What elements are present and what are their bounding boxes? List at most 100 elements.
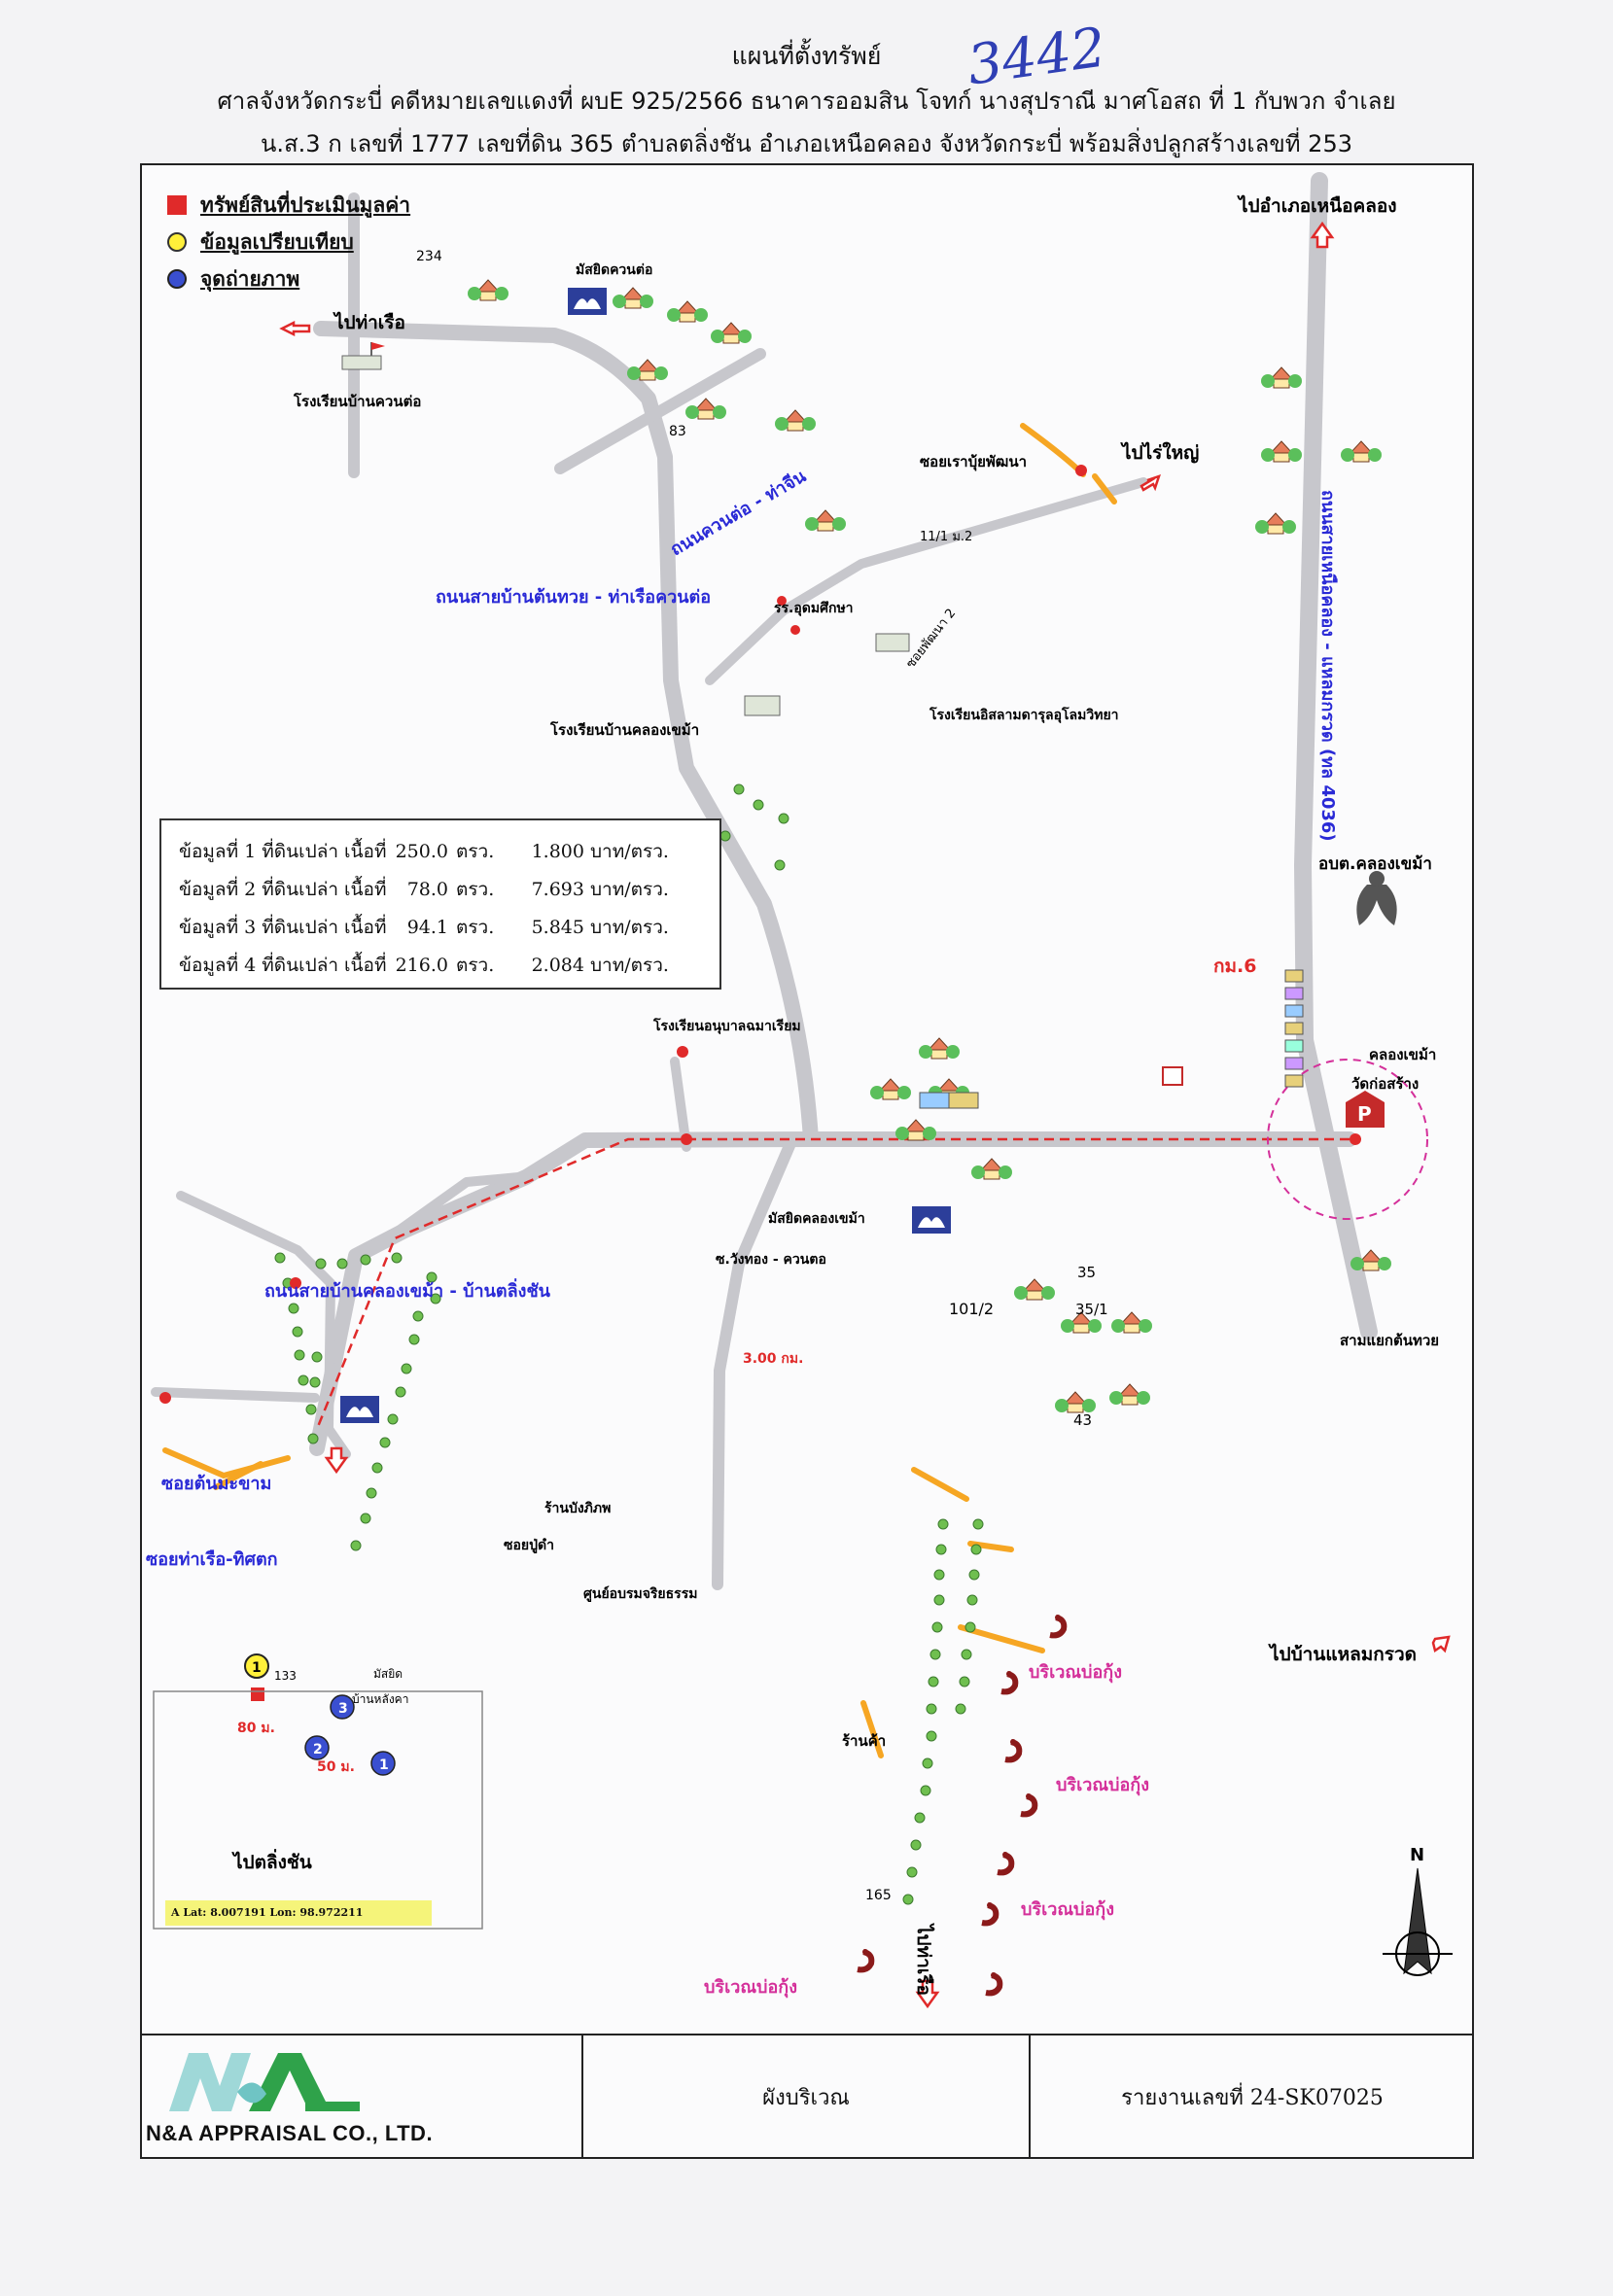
photo-2-label: 2 [313,1742,323,1757]
detail-box [153,1690,483,1930]
parking-label: P [1357,1102,1372,1126]
area-unit: ตรว. [456,840,495,862]
comparable-1-label: 1 [252,1660,262,1676]
comparable-price: 7.693 [531,878,584,900]
comparable-row: ข้อมูลที่ 2 ที่ดินเปล่า เนื้อที่ 78.0 ตร… [179,870,719,908]
comparable-label: ข้อมูลที่ 3 [179,916,257,938]
route-dashed [315,1137,1350,1430]
label-rr-udom: รร.อุดมศึกษา [774,600,854,616]
report-cell: รายงานเลขที่ 24-SK07025 [1031,2035,1474,2159]
arrow-down-taling [324,1446,349,1475]
property-line: น.ส.3 ก เลขที่ 1777 เลขที่ดิน 365 ตำบลตล… [260,130,1352,157]
garuda-icon [1356,871,1397,925]
report-number: รายงานเลขที่ 24-SK07025 [1121,2086,1384,2110]
site-plan-label: ผังบริเวณ [762,2086,850,2110]
label-shrimp1: บริเวณบ่อกุ้ง [1029,1662,1122,1684]
road-south [712,1135,797,1590]
mosque-small-icon [340,1396,379,1423]
photo-point-3: 3 [330,1694,355,1720]
comparable-circle-icon [167,232,187,252]
label-kindergarten: โรงเรียนอนุบาลฉมาเรียม [652,1017,801,1034]
price-unit: บาท/ตรว. [590,878,669,900]
title-block: N&A APPRAISAL CO., LTD. ผังบริเวณ รายงาน… [140,2034,1474,2159]
label-soi-rao: ซอยเราบุ้ยพัฒนา [920,453,1027,471]
case-line: ศาลจังหวัดกระบี่ คดีหมายเลขแดงที่ ผบE 92… [217,87,1396,115]
label-to-taling: ไปตลิ่งชัน [231,1849,312,1873]
comparables-table: ข้อมูลที่ 1 ที่ดินเปล่า เนื้อที่ 250.0 ต… [159,818,721,990]
legend-photo: จุดถ่ายภาพ [167,261,410,297]
shops-cluster [919,969,1304,1109]
price-unit: บาท/ตรว. [590,916,669,938]
arrow-ne-rai-yai [1140,474,1161,492]
highway-4036 [1294,172,1378,1340]
comparable-type: ที่ดินเปล่า [262,916,338,938]
legend-subject-label: ทรัพย์สินที่ประเมินมูลค่า [200,192,411,217]
photo-3-label: 3 [338,1701,348,1717]
photo-1-label: 1 [379,1757,389,1773]
area-unit: ตรว. [456,954,495,976]
coordinates-label: A Lat: 8.007191 Lon: 98.972211 [165,1900,432,1926]
area-unit: ตรว. [456,916,495,938]
label-soi-ton-makham: ซอยต้นมะขาม [161,1474,271,1494]
mosque-khuan-to-icon [568,288,607,315]
company-name: N&A APPRAISAL CO., LTD. [146,2121,434,2145]
label-distance: 3.00 กม. [743,1351,803,1367]
comparable-row: ข้อมูลที่ 3 ที่ดินเปล่า เนื้อที่ 94.1 ตร… [179,908,719,946]
label-road-khuan-to: ถนนควนต่อ - ท่าจีน [667,466,810,560]
road-markers [159,465,1361,1404]
road-ton-thuai-tha-ruea [313,321,819,1147]
parking-icon: P [1346,1091,1385,1128]
road-loop-mid [394,1171,534,1235]
roads [151,172,1378,1590]
comparable-area: 250.0 [395,840,448,862]
label-obt: อบต.คลองเขม้า [1318,854,1432,874]
label-highway: ถนนสายเหนือคลอง - แหลมกรวด (ทล 4036) [1317,490,1338,842]
label-165: 165 [865,1888,892,1903]
label-to-laem-kruat: ไปบ้านแหลมกรวด [1268,1643,1417,1665]
school-flag-icon [341,342,385,370]
soi-orange-lines [162,423,1117,1758]
price-unit: บาท/ตรว. [590,840,669,862]
legend-comparable: ข้อมูลเปรียบเทียบ [167,224,410,261]
area-label: เนื้อที่ [344,878,387,900]
comparable-price: 5.845 [531,916,584,938]
comparable-price: 2.084 [531,954,584,976]
label-wat: คลองเขม้า [1369,1046,1436,1063]
label-mosque-small: มัสยิด [373,1667,403,1681]
label-road-ton-thuai: ถนนสายบ้านต้นทวย - ท่าเรือควนต่อ [436,587,711,608]
label-to-tha-ruea-2: ไปท่าเรือ [913,1923,935,1996]
label-wat2: วัดก่อสร้าง [1351,1075,1419,1093]
comparable-type: ที่ดินเปล่า [262,840,338,862]
photo-point-2: 2 [304,1735,330,1760]
direction-arrows [279,221,1451,2009]
road-ton-makham [151,1387,320,1403]
area-label: เนื้อที่ [344,954,387,976]
label-soi-phatthana-2: ซอยพัฒนา 2 [903,607,959,672]
legend-comparable-label: ข้อมูลเปรียบเทียบ [200,229,354,254]
subject-property-marker [251,1687,264,1701]
road-to-rai-yai [705,477,1148,685]
label-11-1: 11/1 ม.2 [920,530,972,544]
label-to-tha-ruea: ไปท่าเรือ [333,311,405,333]
label-to-rai-yai: ไปไร่ใหญ่ [1120,441,1199,464]
map-frame [140,163,1474,2159]
label-center: ศูนย์อบรมจริยธรรม [583,1585,697,1602]
label-school-islam: โรงเรียนอิสลามดารุลอุโลมวิทยา [929,706,1119,723]
label-43: 43 [1073,1411,1092,1429]
camera-point-icon [167,269,187,289]
comparable-area: 78.0 [406,878,448,900]
label-shrimp2: บริเวณบ่อกุ้ง [1056,1775,1149,1796]
comparable-area: 216.0 [395,954,448,976]
north-arrow: N [1383,1845,1453,1976]
area-label: เนื้อที่ [344,916,387,938]
arrow-up-nuea-khlong [1310,221,1335,249]
mosque-khlong-icon [912,1206,951,1234]
label-mosque-khuan-to: มัสยิดควนต่อ [576,262,652,278]
legend: ทรัพย์สินที่ประเมินมูลค่า ข้อมูลเปรียบเท… [167,187,410,297]
company-cell: N&A APPRAISAL CO., LTD. [140,2035,583,2159]
photo-point-1: 1 [370,1751,396,1776]
map-labels: ไปอำเภอเหนือคลอง ไปท่าเรือ 234 มัสยิดควน… [146,194,1439,1999]
label-83: 83 [669,424,686,439]
comparable-label: ข้อมูลที่ 2 [179,878,257,900]
label-road-khlong-taling: ถนนสายบ้านคลองเขม้า - บ้านตลิ่งชัน [264,1278,551,1302]
